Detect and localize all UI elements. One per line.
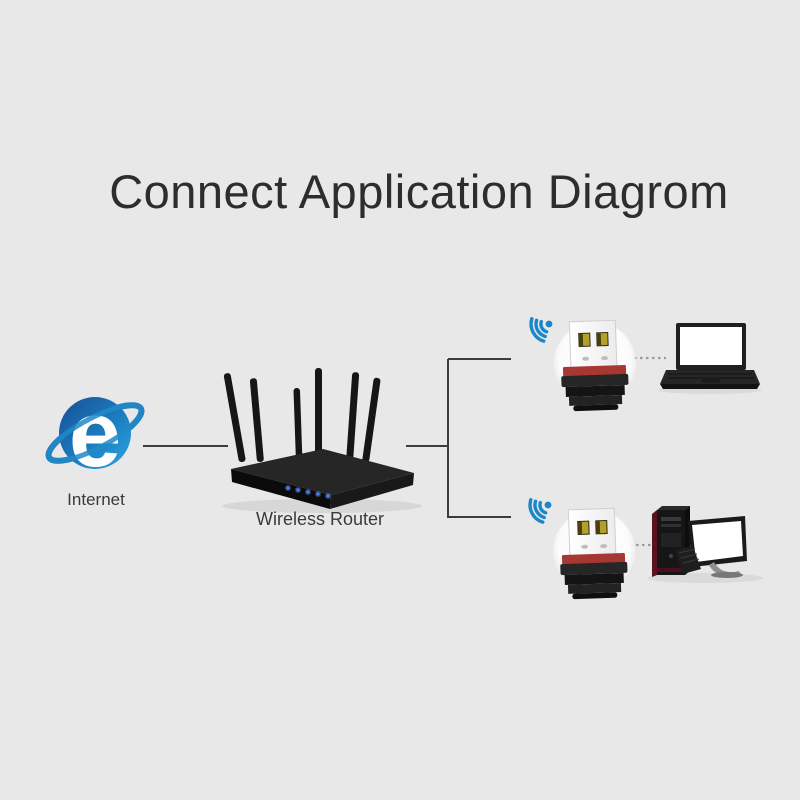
- internet-label: Internet: [67, 490, 125, 509]
- internet-explorer-logo: e: [45, 381, 145, 486]
- wifi-signal-icon-bottom: [524, 490, 559, 527]
- laptop: [658, 323, 762, 394]
- wireless-router-label: Wireless Router: [255, 509, 385, 529]
- page-title: Connect Application Diagrom: [109, 165, 729, 218]
- desktop-computer: [647, 506, 763, 583]
- svg-text:e: e: [69, 381, 121, 486]
- dotted-links: [630, 356, 666, 547]
- wifi-signal-icon-top: [525, 309, 560, 346]
- connector-lines: [143, 358, 511, 518]
- router-led-lights: [285, 485, 331, 499]
- usb-wifi-adapter-top: [553, 319, 637, 413]
- wireless-router: [222, 368, 422, 513]
- usb-wifi-adapter-bottom: [552, 507, 636, 601]
